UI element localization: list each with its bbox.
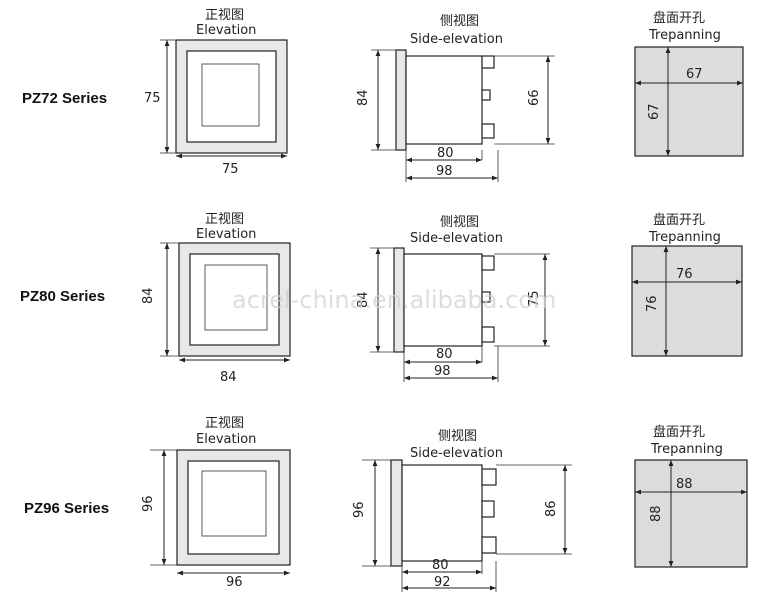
side-height-value: 84 xyxy=(356,291,371,308)
front-display-window xyxy=(201,63,260,127)
side-title-en: Side-elevation xyxy=(410,446,503,461)
side-view-pz72: 侧视图 Side-elevation 84 66 80 98 xyxy=(356,14,555,182)
elevation-title-en: Elevation xyxy=(196,432,256,447)
trepanning-title-en: Trepanning xyxy=(648,28,721,43)
front-height-value: 96 xyxy=(141,495,156,512)
side-view-pz80: 侧视图 Side-elevation 84 75 80 98 xyxy=(356,215,550,382)
trepanning-view-pz72: 盘面开孔 Trepanning 67 67 xyxy=(634,10,744,157)
trepanning-title-cn: 盘面开孔 xyxy=(653,10,705,26)
side-title-cn: 侧视图 xyxy=(440,215,479,230)
elevation-view-pz80: 正视图 Elevation 84 84 xyxy=(141,212,291,385)
watermark: acrel-china.en.alibaba.com xyxy=(232,286,556,314)
side-body xyxy=(401,464,483,562)
elevation-title-en: Elevation xyxy=(196,23,256,38)
side-height-value: 84 xyxy=(356,89,371,106)
side-depth-total-value: 98 xyxy=(436,164,453,179)
series-label-pz72: PZ72 Series xyxy=(22,90,107,107)
side-title-cn: 侧视图 xyxy=(440,14,479,29)
side-title-en: Side-elevation xyxy=(410,231,503,246)
trepanning-title-en: Trepanning xyxy=(648,230,721,245)
trepanning-title-cn: 盘面开孔 xyxy=(653,212,705,228)
cutout-height-value: 67 xyxy=(647,103,662,120)
trepanning-title-en: Trepanning xyxy=(650,442,723,457)
trepanning-view-pz96: 盘面开孔 Trepanning 88 88 xyxy=(634,424,748,568)
cutout-height-value: 88 xyxy=(649,505,664,522)
panel-cutout xyxy=(634,46,744,157)
side-depth-inner-value: 80 xyxy=(437,146,454,161)
series-label-pz96: PZ96 Series xyxy=(24,500,109,517)
front-height-value: 84 xyxy=(141,287,156,304)
side-title-en: Side-elevation xyxy=(410,32,503,47)
side-depth-inner-value: 80 xyxy=(432,558,449,573)
side-front-plate xyxy=(395,49,407,151)
side-body-height-value: 66 xyxy=(527,89,542,106)
side-body-height-value: 86 xyxy=(544,500,559,517)
trepanning-title-cn: 盘面开孔 xyxy=(653,424,705,440)
side-view-pz96: 侧视图 Side-elevation 96 86 80 92 xyxy=(352,429,572,592)
side-body xyxy=(403,253,483,347)
side-height-value: 96 xyxy=(352,501,367,518)
elevation-title-en: Elevation xyxy=(196,227,256,242)
cutout-width-value: 67 xyxy=(686,67,703,82)
cutout-width-value: 88 xyxy=(676,477,693,492)
front-display-window xyxy=(201,470,267,537)
series-label-pz80: PZ80 Series xyxy=(20,288,105,305)
side-depth-total-value: 98 xyxy=(434,364,451,379)
elevation-view-pz72: 正视图 Elevation 75 75 xyxy=(144,8,288,177)
panel-cutout xyxy=(631,245,743,357)
front-inner-frame xyxy=(187,460,280,555)
elevation-title-cn: 正视图 xyxy=(205,416,244,431)
panel-cutout xyxy=(634,459,748,568)
side-body-height-value: 75 xyxy=(527,290,542,307)
side-body xyxy=(405,55,483,145)
row-pz72: PZ72 Series 正视图 Elevation 75 75 侧视图 Side… xyxy=(22,8,744,182)
side-depth-total-value: 92 xyxy=(434,575,451,590)
elevation-title-cn: 正视图 xyxy=(205,8,244,23)
side-depth-inner-value: 80 xyxy=(436,347,453,362)
elevation-view-pz96: 正视图 Elevation 96 96 xyxy=(141,416,291,590)
row-pz80: PZ80 Series 正视图 Elevation 84 84 侧视图 Side… xyxy=(20,212,743,385)
side-front-plate xyxy=(390,459,403,567)
trepanning-view-pz80: 盘面开孔 Trepanning 76 76 xyxy=(631,212,743,357)
front-width-value: 84 xyxy=(220,370,237,385)
front-width-value: 75 xyxy=(222,162,239,177)
front-width-value: 96 xyxy=(226,575,243,590)
front-inner-frame xyxy=(186,50,277,143)
row-pz96: PZ96 Series 正视图 Elevation 96 96 侧视图 Side… xyxy=(24,416,748,592)
front-display-window xyxy=(204,264,268,331)
elevation-title-cn: 正视图 xyxy=(205,212,244,227)
front-height-value: 75 xyxy=(144,91,161,106)
side-title-cn: 侧视图 xyxy=(438,429,477,444)
cutout-height-value: 76 xyxy=(645,295,660,312)
cutout-width-value: 76 xyxy=(676,267,693,282)
